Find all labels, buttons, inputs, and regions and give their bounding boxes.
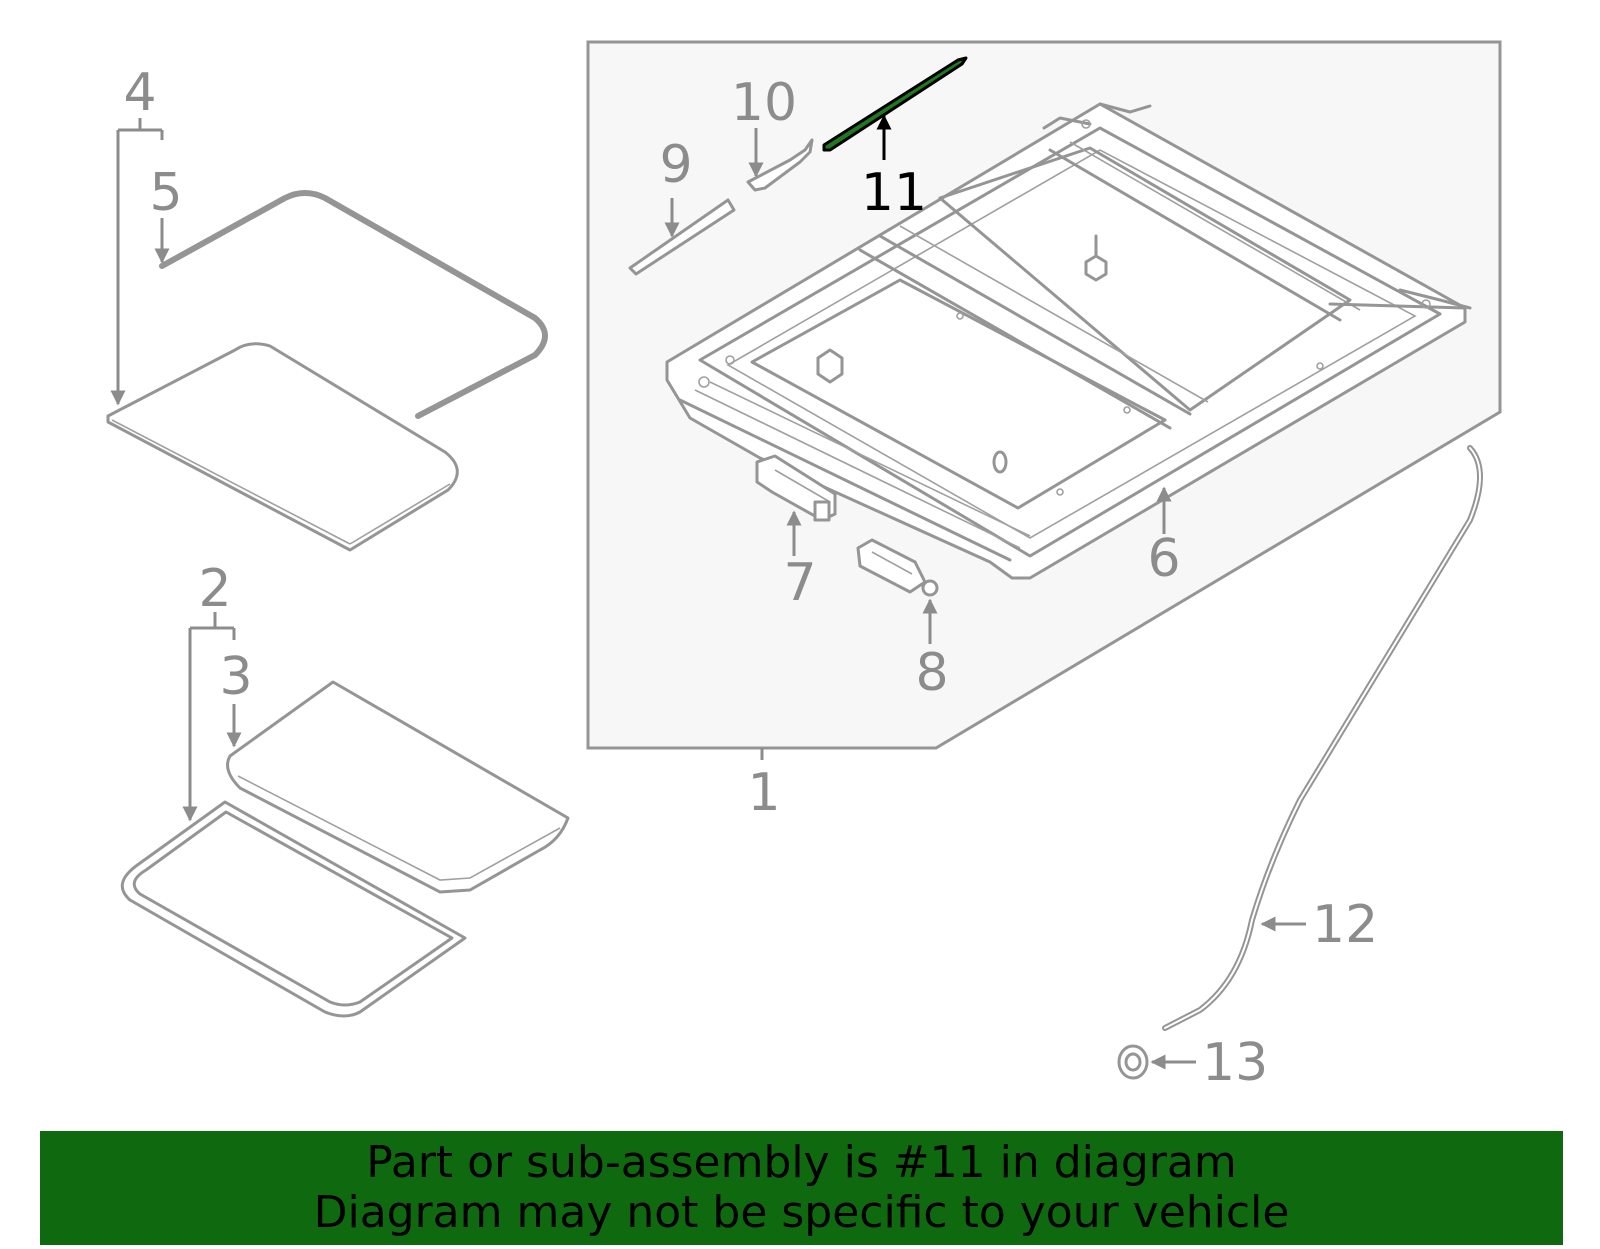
part-3-sunshade (226, 680, 570, 894)
callout-2: 2 (198, 559, 231, 619)
part-11-highlighted (822, 56, 968, 152)
banner-line-1: Part or sub-assembly is #11 in diagram (366, 1137, 1237, 1188)
part-2-frame (120, 800, 467, 1018)
part-5-seal (159, 190, 548, 419)
callout-9: 9 (659, 135, 692, 195)
part-9-strip (628, 198, 736, 276)
callout-7: 7 (783, 553, 816, 613)
part-10-bracket (746, 138, 814, 192)
sunroof-frame (665, 102, 1472, 580)
part-7-bracket (755, 454, 837, 522)
callout-12: 12 (1312, 895, 1378, 955)
part-4-glass (106, 342, 459, 552)
info-banner: Part or sub-assembly is #11 in diagram D… (40, 1131, 1563, 1245)
callout-8: 8 (915, 643, 948, 703)
callout-11: 11 (861, 163, 927, 223)
callout-1: 1 (747, 763, 780, 823)
callout-6: 6 (1147, 529, 1180, 589)
banner-line-2: Diagram may not be specific to your vehi… (313, 1187, 1290, 1238)
callout-5: 5 (149, 163, 182, 223)
callout-10: 10 (731, 73, 797, 133)
callout-13: 13 (1202, 1033, 1268, 1093)
part-13-grommet (1117, 1044, 1149, 1080)
callout-4: 4 (123, 63, 156, 123)
leader-lines (110, 114, 1306, 1070)
callout-3: 3 (219, 647, 252, 707)
part-8-motor (856, 538, 939, 597)
